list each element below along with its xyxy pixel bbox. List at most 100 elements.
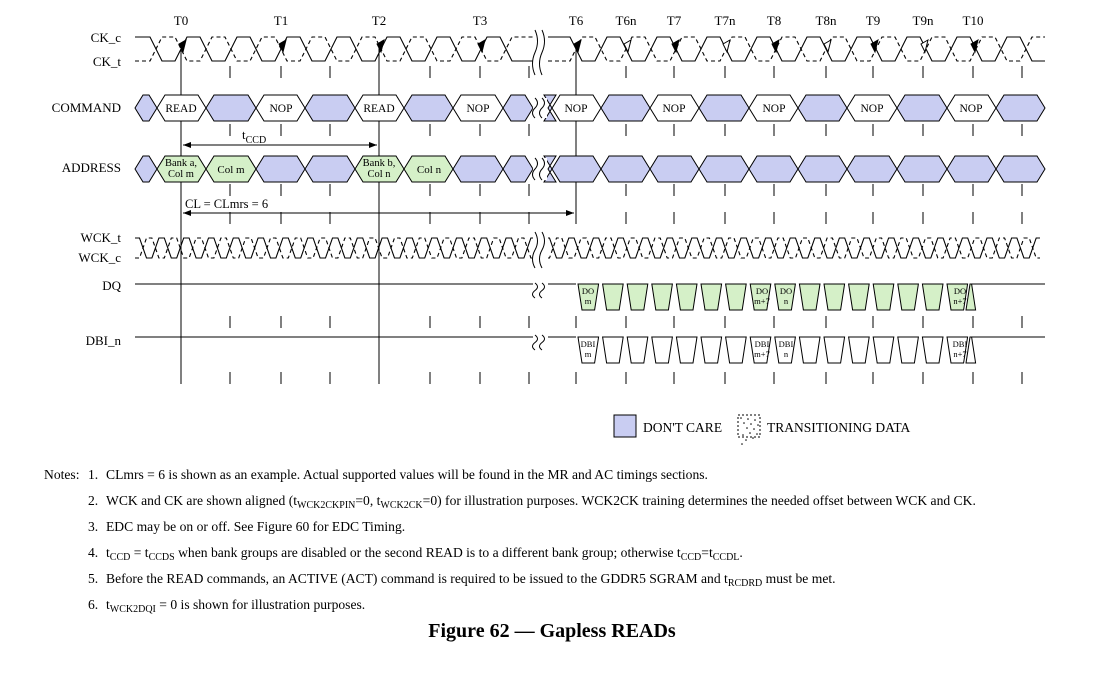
dq-data-cell [626, 283, 649, 311]
break-curve [539, 97, 545, 119]
break-mark [532, 231, 547, 269]
address-dont-care [797, 155, 848, 183]
legend-transitioning-label: TRANSITIONING DATA [767, 420, 911, 435]
address-dont-care [304, 155, 356, 183]
address-label: Col m [168, 169, 194, 180]
ck-line [135, 237, 535, 259]
wck-signal [135, 237, 1040, 259]
dq-label: m+7 [754, 296, 770, 306]
dbi-data-cell [823, 336, 846, 364]
ck-line [135, 36, 535, 62]
break-mark [532, 157, 547, 181]
dq-data-cell [823, 283, 846, 311]
dbi-data-cell [602, 336, 624, 364]
break-mark [532, 29, 547, 76]
dq-data-cell [577, 283, 600, 311]
tccd-label: tCCD [242, 127, 266, 146]
command-label: NOP [762, 103, 785, 115]
cl-label: CL = CLmrs = 6 [185, 197, 268, 211]
dq-data-cell [872, 283, 895, 311]
ck-signal [135, 36, 1045, 62]
legend: DON'T CARE TRANSITIONING DATA [613, 414, 911, 445]
ck-edge-arrow [477, 38, 486, 54]
break-curve [532, 97, 538, 119]
signal-label: DBI_n [86, 333, 122, 348]
signal-label: COMMAND [52, 100, 121, 115]
legend-dont-care-label: DON'T CARE [643, 420, 722, 435]
dbi-data-cell [897, 336, 919, 364]
ck-line [135, 237, 535, 259]
note-number: 3. [88, 519, 99, 534]
ck-line [548, 36, 1045, 62]
note-text: CLmrs = 6 is shown as an example. Actual… [106, 467, 708, 482]
note-text: WCK and CK are shown aligned (tWCK2CKPIN… [106, 493, 976, 511]
address-dont-care [649, 155, 700, 183]
dbi-data-cell [577, 336, 600, 364]
dbi-data-cell [774, 336, 796, 364]
clock-label: T7 [667, 13, 682, 28]
address-dont-care [995, 155, 1046, 183]
break-curve [539, 282, 545, 299]
break-gap [533, 158, 547, 180]
dbi-data-cell [626, 336, 649, 364]
legend-dot [752, 437, 754, 439]
dq-data-cell [848, 283, 870, 311]
dbi-label: DBI [953, 339, 968, 349]
signal-label: WCK_c [78, 250, 121, 265]
ck-edge-arrow [573, 38, 582, 54]
dbi-data-cell [965, 336, 977, 364]
note-number: 5. [88, 571, 99, 586]
ck-edge-arrow [823, 38, 832, 54]
cl-annotation: CL = CLmrs = 6 [183, 197, 574, 216]
dbi-data-cell [675, 336, 698, 364]
break-gap [533, 98, 547, 118]
clock-label: T10 [963, 13, 984, 28]
clock-label: T2 [372, 13, 386, 28]
dq-label: DO [756, 286, 768, 296]
signal-label: ADDRESS [62, 160, 121, 175]
dbi-data-cell [872, 336, 895, 364]
break-mark [532, 282, 547, 299]
note-row: 3. EDC may be on or off. See Figure 60 f… [44, 514, 1094, 540]
dq-label: n+7 [953, 296, 966, 306]
ck-edge-arrow [623, 38, 632, 54]
arrow-head [183, 142, 191, 148]
address-label: Bank b, [363, 158, 396, 169]
dq-data-cell [946, 283, 969, 311]
break-curve [539, 231, 545, 269]
break-mark [532, 334, 547, 351]
dq-data-cell [897, 283, 919, 311]
legend-dont-care-swatch [613, 414, 637, 438]
dbi-data-cell [700, 336, 723, 364]
command-dont-care [896, 94, 948, 122]
legend-dot [756, 433, 758, 435]
dq-data-cell [774, 283, 796, 311]
address-dont-care [551, 155, 602, 183]
dbi-label: n [784, 349, 789, 359]
note-text: EDC may be on or off. See Figure 60 for … [106, 519, 406, 534]
command-dont-care [134, 94, 158, 122]
note-text: tWCK2DQI = 0 is shown for illustration p… [106, 597, 366, 615]
dbi-label: m [585, 349, 592, 359]
clock-label: T8n [816, 13, 837, 28]
ck-line [548, 237, 1040, 259]
address-label: Col n [417, 164, 442, 176]
legend-dot [743, 422, 745, 424]
address-dont-care [748, 155, 799, 183]
command-dont-care [698, 94, 750, 122]
arrow-head [369, 142, 377, 148]
clock-label: T9n [913, 13, 934, 28]
signal-label: CK_c [91, 30, 122, 45]
ck-edge-arrow [722, 38, 731, 54]
dq-data-cell [651, 283, 673, 311]
dbi-data-cell [921, 336, 944, 364]
ck-edge-arrow [671, 38, 680, 54]
dq-data-cell [675, 283, 698, 311]
ck-line [135, 36, 535, 62]
ck-edge-arrow [920, 38, 929, 54]
signal-label: WCK_t [81, 230, 122, 245]
command-label: NOP [564, 103, 587, 115]
